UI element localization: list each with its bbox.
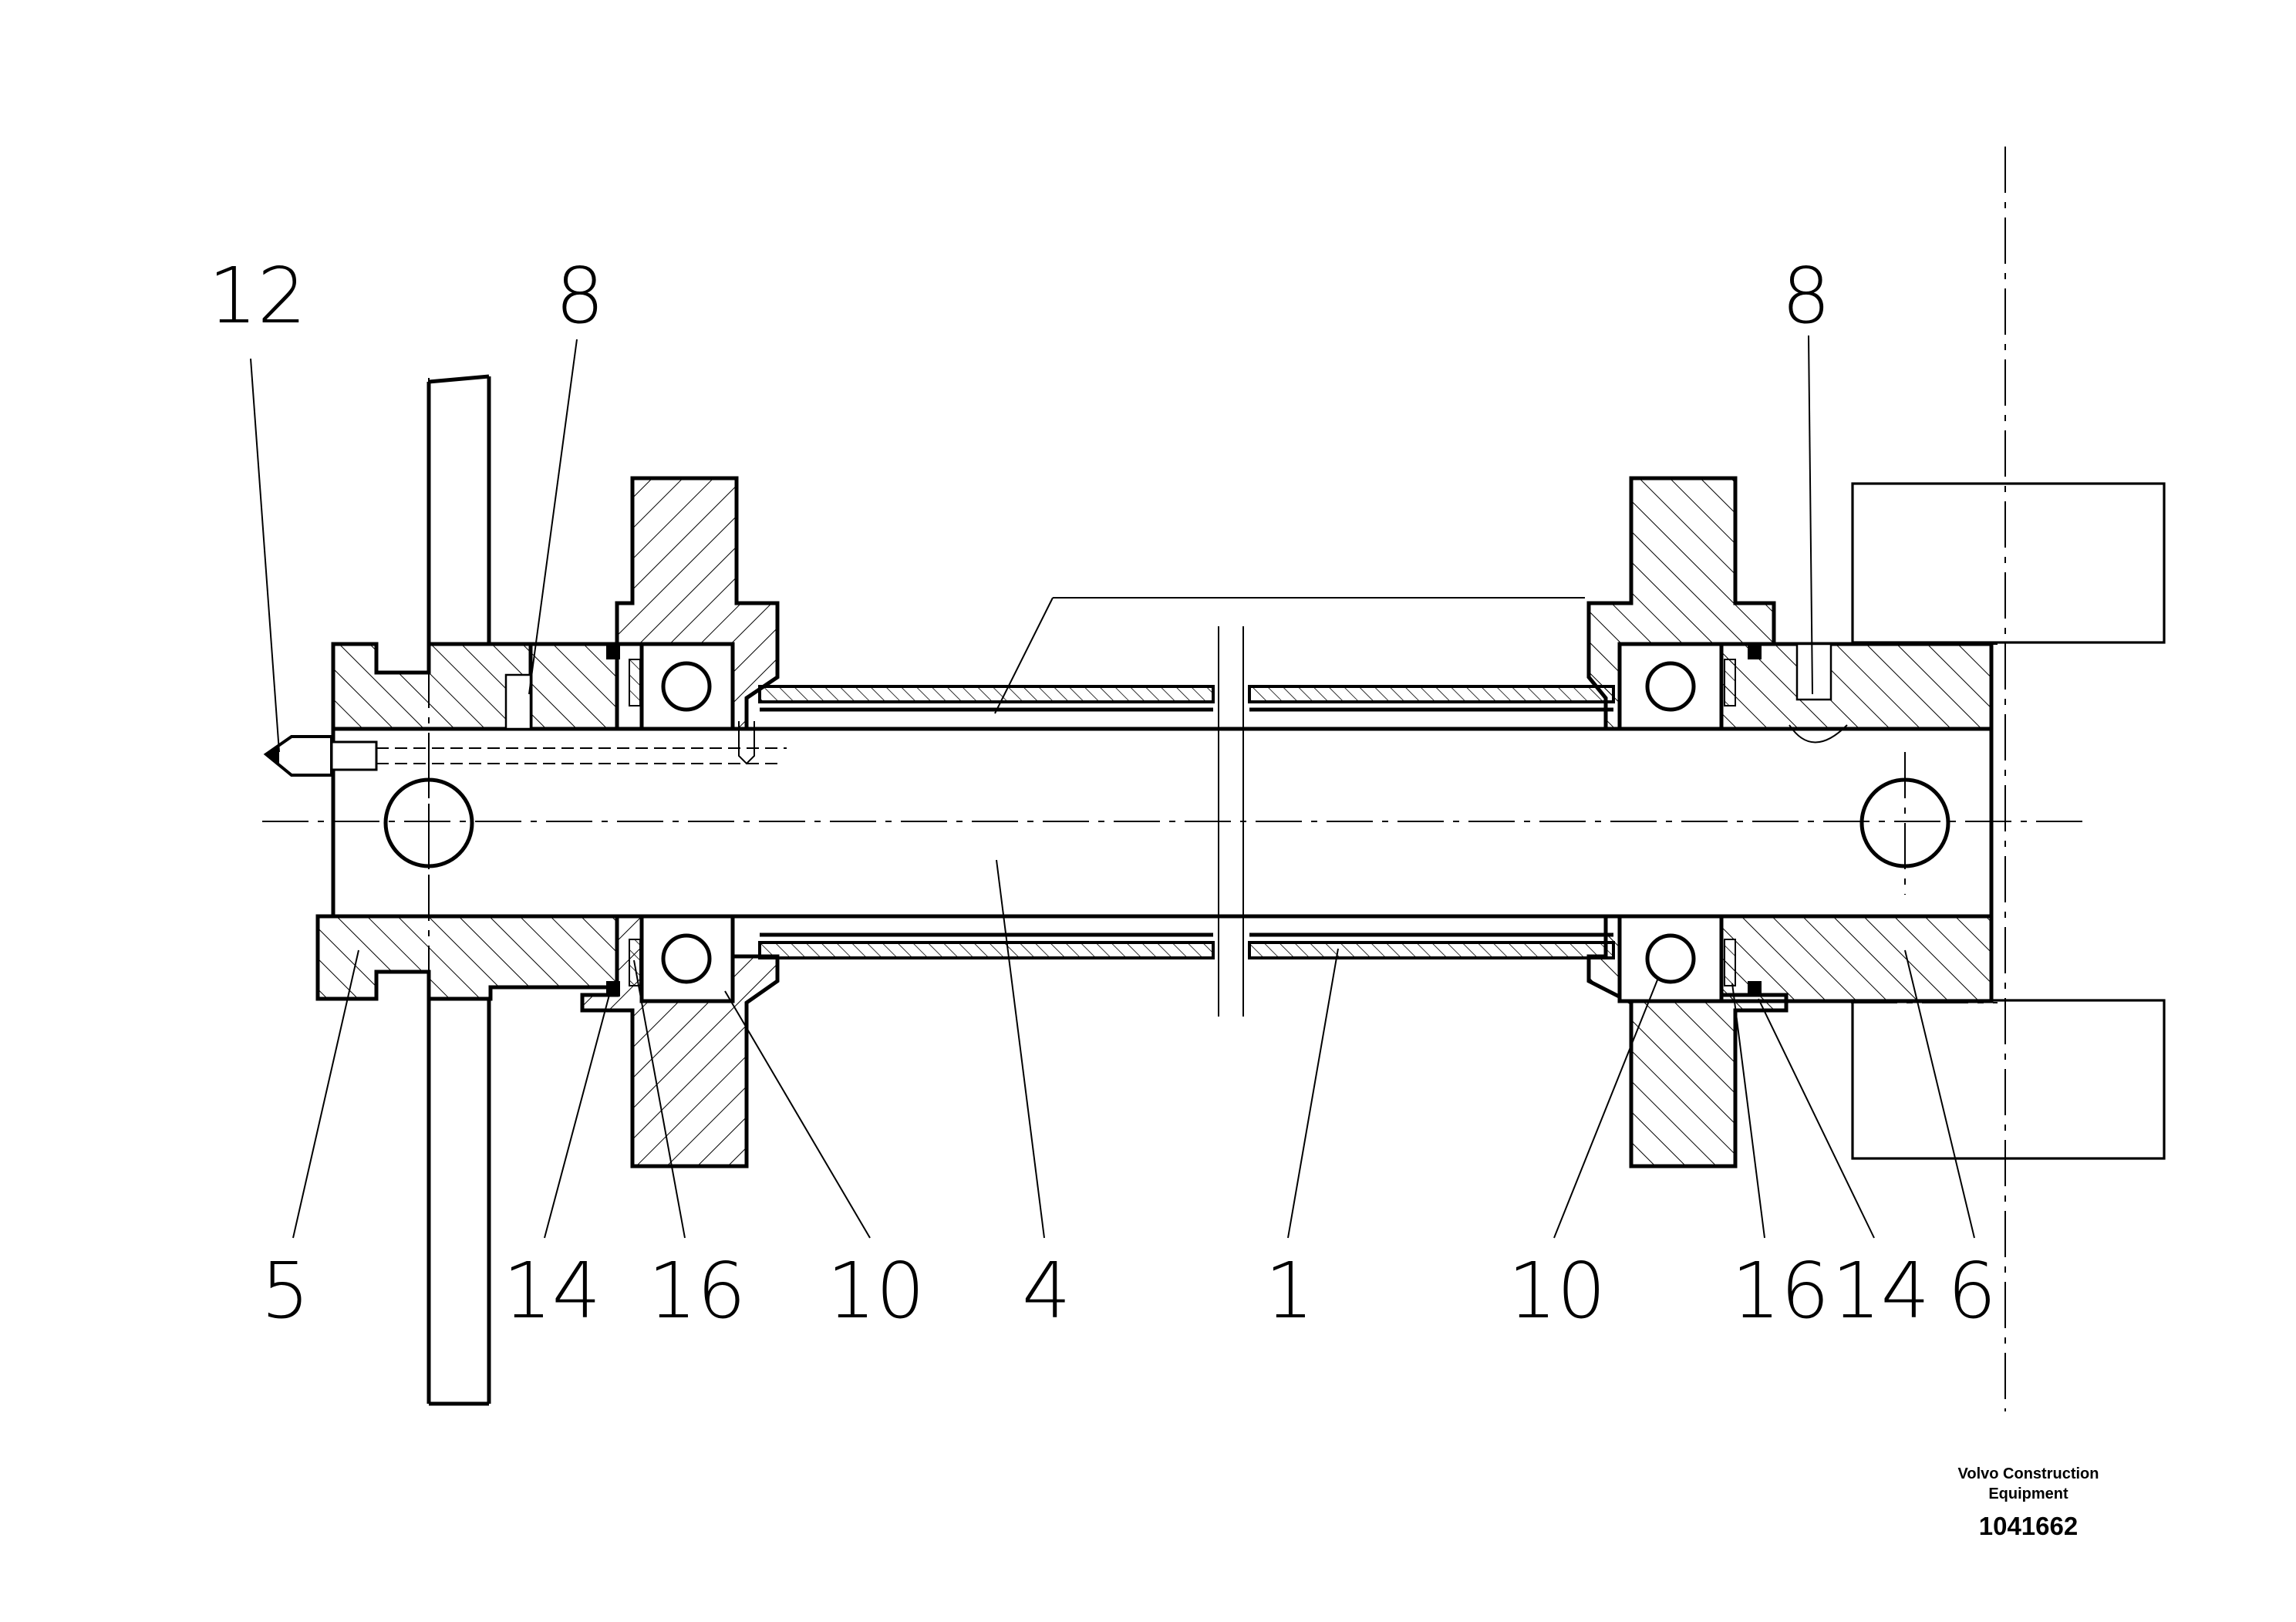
- callout-16-right: 16: [1731, 1246, 1829, 1336]
- callout-14-right: 14: [1832, 1246, 1930, 1336]
- manufacturer-line-1: Volvo Construction: [1957, 1465, 2099, 1482]
- drawing-credit: Volvo Construction Equipment 1041662: [1897, 1464, 2159, 1541]
- grease-nipple: [263, 721, 787, 777]
- callout-16-left: 16: [648, 1246, 746, 1336]
- callout-labels: 12 8 8 5 14 16 10 4 1 10 16 14 6: [208, 251, 1997, 1336]
- callout-8-right: 8: [1782, 251, 1831, 341]
- tube: [758, 626, 1615, 1017]
- left-bearings: [639, 642, 735, 1003]
- callout-10-left: 10: [827, 1246, 925, 1336]
- callout-10-right: 10: [1508, 1246, 1606, 1336]
- callout-4: 4: [1022, 1246, 1071, 1336]
- callout-14-left: 14: [503, 1246, 601, 1336]
- right-blocks: [1851, 482, 2166, 1160]
- leader-lines: [250, 335, 1975, 1239]
- left-frame-bar: [426, 374, 491, 1406]
- right-bearings: [1617, 642, 1724, 1003]
- manufacturer-line-2: Equipment: [1988, 1485, 2068, 1502]
- callout-6: 6: [1947, 1246, 1997, 1336]
- seals: [606, 644, 1762, 996]
- callout-8-left: 8: [555, 251, 605, 341]
- callout-1: 1: [1265, 1246, 1314, 1336]
- left-sleeve: [315, 642, 619, 1001]
- right-sleeve: [1719, 642, 1994, 1003]
- document-number: 1041662: [1978, 1512, 2079, 1540]
- callout-5: 5: [261, 1246, 310, 1336]
- callout-12: 12: [208, 251, 306, 341]
